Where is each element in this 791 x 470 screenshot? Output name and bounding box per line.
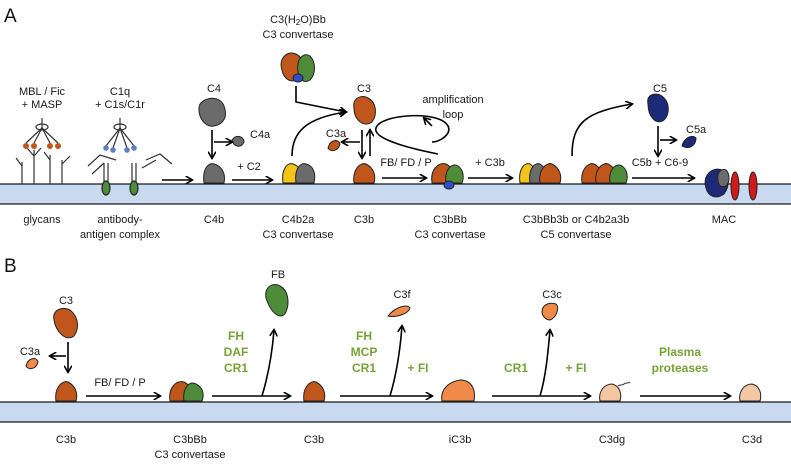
amplification-loop-head (424, 118, 433, 127)
b-c3a-fragment-icon (25, 358, 39, 370)
b-c3b-protein-icon-1 (55, 381, 78, 402)
panel-a-letter: A (4, 6, 17, 27)
b-c3b-protein-icon-2 (303, 381, 326, 402)
c3f-label: C3f (393, 289, 411, 301)
c4-protein-icon (198, 97, 227, 127)
mcp-label: MCP (351, 345, 378, 359)
plus-fi-label-1: + FI (407, 361, 428, 375)
c3bbb-label-line1: C3bBb (433, 214, 467, 226)
c3d-label: C3d (742, 434, 762, 446)
c5-convertase-label-line1: C3bBb3b or C4b2a3b (523, 214, 629, 226)
antibody-label-line2: antigen complex (80, 229, 161, 241)
b-c3b-label-1: C3b (56, 434, 76, 446)
c3bbb3b-convertase-icon (581, 163, 628, 184)
c3h2obb-convertase-icon (280, 52, 315, 83)
c5-label: C5 (653, 83, 667, 95)
mac-complex-icon (704, 168, 758, 201)
fh-label-1: FH (228, 329, 244, 343)
b-arrow-c3c-release (539, 330, 550, 397)
c1q-label-line1: C1q (110, 86, 130, 98)
fb-fd-p-label: FB/ FD / P (380, 157, 431, 169)
c3d-protein-icon (739, 383, 762, 402)
mbl-label-line1: MBL / Fic (19, 86, 66, 98)
c3b-protein-icon (353, 163, 376, 184)
c3c-fragment-icon (541, 302, 559, 321)
c4a-fragment-icon (231, 135, 245, 147)
daf-label: DAF (224, 345, 249, 359)
plasma-label-line1: Plasma (659, 345, 701, 359)
c4b-label: C4b (204, 214, 224, 226)
c3f-fragment-icon (387, 305, 411, 317)
arrow-c4b2a-to-c3 (291, 112, 346, 157)
mbl-ficolin-glycans-icon (15, 118, 71, 184)
amplification-label-line1: amplification (422, 94, 483, 106)
c1q-label-line2: + C1s/C1r (95, 99, 145, 111)
c3dg-label: C3dg (599, 434, 625, 446)
c5-convertase-label-line2: C5 convertase (541, 229, 612, 241)
fh-label-2: FH (356, 329, 372, 343)
ic3b-protein-icon (441, 379, 475, 402)
c5a-fragment-icon (681, 135, 697, 149)
plus-c2-label: + C2 (237, 161, 261, 173)
amplification-label-line2: loop (443, 109, 464, 121)
c5b-c69-label: C5b + C6-9 (632, 157, 689, 169)
c4b-protein-icon (203, 163, 225, 184)
c3c-label: C3c (542, 289, 562, 301)
b-c3bbb-convertase-icon (169, 381, 204, 402)
c4-label: C4 (207, 83, 221, 95)
c3bbb-label-line2: C3 convertase (415, 229, 486, 241)
antibody-label-line1: antibody- (97, 214, 143, 226)
cr1-label-3: CR1 (504, 361, 528, 375)
mac-label: MAC (712, 214, 737, 226)
c4b2a-convertase-icon (282, 163, 316, 184)
ic3b-label: iC3b (449, 434, 472, 446)
c4a-label: C4a (250, 129, 271, 141)
mbl-label-line2: + MASP (22, 99, 63, 111)
c1q-antibody-complex-icon (87, 118, 173, 196)
membrane-a (0, 183, 791, 205)
c3a-label: C3a (326, 128, 347, 140)
b-fb-fd-p-label: FB/ FD / P (94, 377, 145, 389)
b-c3-label: C3 (59, 295, 73, 307)
c3b-label: C3b (354, 214, 374, 226)
glycans-label: glycans (23, 214, 61, 226)
c3h2obb-label-line2: C3 convertase (263, 29, 334, 41)
cr1-label-2: CR1 (352, 361, 376, 375)
fb-protein-icon (265, 284, 289, 317)
c3h2obb-label-line1: C3(H2O)Bb (270, 14, 326, 27)
c3a-fragment-icon (327, 140, 341, 152)
plasma-label-line2: proteases (652, 361, 709, 375)
amplification-loop-arrow (375, 114, 450, 155)
plus-c3b-label: + C3b (475, 157, 505, 169)
c5a-label: C5a (686, 124, 707, 136)
c3bbb-convertase-icon (431, 163, 464, 190)
plus-fi-label-2: + FI (565, 361, 586, 375)
b-c3bbb-label-line2: C3 convertase (155, 449, 226, 461)
arrow-c3h2obb-to-c3 (295, 86, 346, 112)
b-arrow-fb-release (261, 330, 274, 397)
c4b2a-label-line1: C4b2a (282, 214, 315, 226)
b-c3bbb-label-line1: C3bBb (173, 434, 207, 446)
c3-label: C3 (357, 83, 371, 95)
panel-b-letter: B (4, 256, 17, 277)
c5-protein-icon (647, 93, 669, 123)
c3-protein-icon (353, 95, 376, 125)
b-c3b-label-2: C3b (304, 434, 324, 446)
fb-label: FB (271, 269, 285, 281)
c4b2a-label-line2: C3 convertase (263, 229, 334, 241)
arrow-to-c5 (571, 104, 632, 157)
b-c3-protein-icon (53, 307, 78, 339)
cr1-label-1: CR1 (224, 361, 248, 375)
c3dg-protein-icon (599, 381, 631, 402)
membrane-b (0, 401, 791, 423)
b-c3a-label: C3a (20, 346, 41, 358)
c4b2a3b-convertase-icon (519, 163, 562, 184)
b-arrow-c3f-release (389, 326, 402, 397)
